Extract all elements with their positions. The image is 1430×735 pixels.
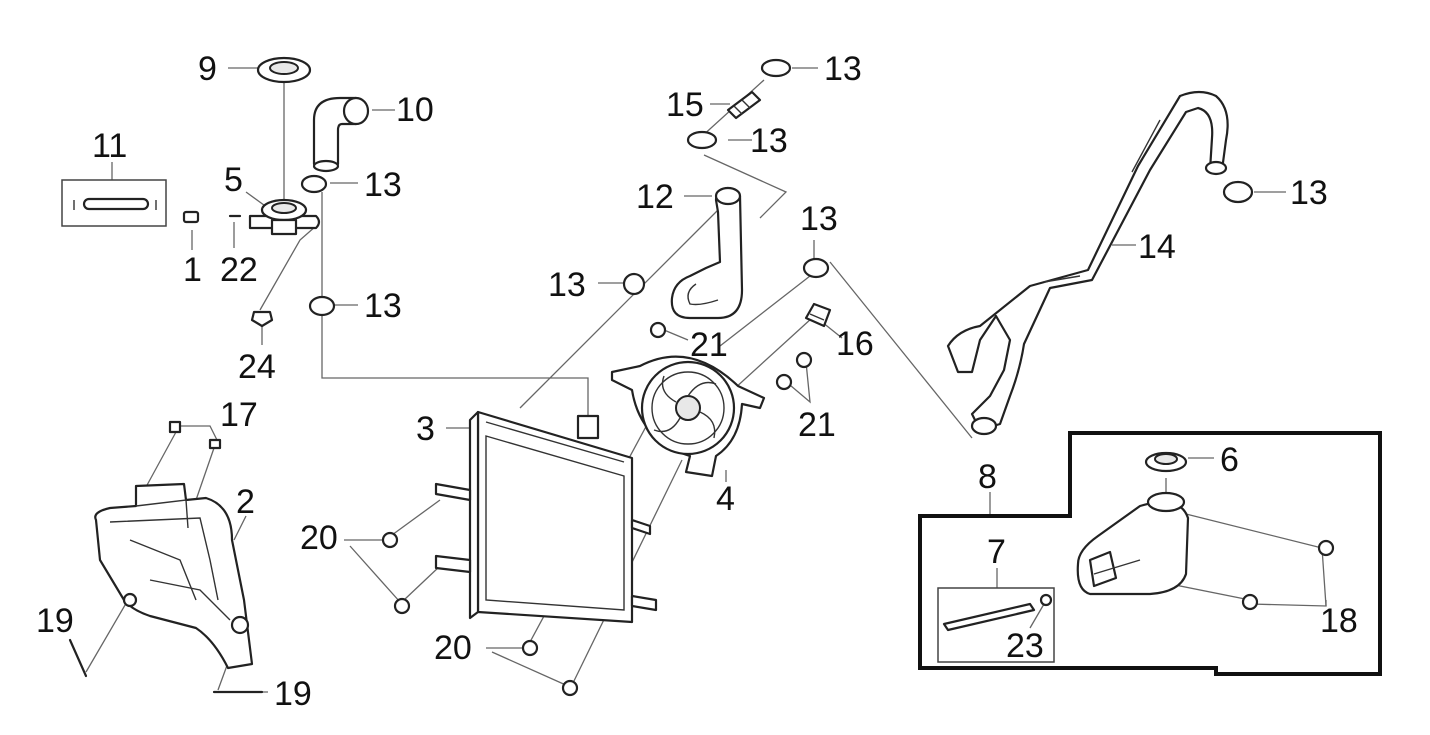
radiator-cap — [256, 56, 312, 84]
callout-22: 22 — [220, 251, 258, 289]
overflow-hose — [942, 602, 1036, 632]
callout-18: 18 — [1320, 602, 1358, 640]
callout-13: 13 — [364, 287, 402, 325]
callout-13: 13 — [800, 200, 838, 238]
plug-1 — [182, 210, 200, 224]
clamp-13f — [802, 257, 830, 279]
callouts: 9 10 11 5 13 1 22 13 24 17 2 19 19 15 13… — [36, 50, 1358, 713]
callout-1: 1 — [183, 251, 202, 289]
screw-17a — [168, 420, 182, 434]
bolt-20d — [561, 679, 579, 697]
temp-sensor — [804, 302, 832, 328]
reservoir-hose-box — [937, 587, 1055, 663]
radiator-shroud — [94, 482, 254, 670]
bolt-21a — [649, 321, 667, 339]
callout-7: 7 — [987, 533, 1006, 571]
bolt-20b — [393, 597, 411, 615]
callout-21: 21 — [798, 406, 836, 444]
callout-21: 21 — [690, 326, 728, 364]
filler-neck — [248, 198, 321, 236]
callout-6: 6 — [1220, 441, 1239, 479]
hose-strip — [73, 197, 157, 211]
bolt-21c — [775, 373, 793, 391]
bolt-18b — [1241, 593, 1259, 611]
callout-13: 13 — [1290, 174, 1328, 212]
callout-24: 24 — [238, 348, 276, 386]
screw-19a — [68, 638, 88, 678]
callout-17: 17 — [220, 396, 258, 434]
reservoir-group-box — [918, 431, 1382, 676]
callout-5: 5 — [224, 161, 243, 199]
clamp-5a — [300, 174, 328, 194]
callout-19: 19 — [274, 675, 312, 713]
bolt-20c — [521, 639, 539, 657]
callout-19: 19 — [36, 602, 74, 640]
clamp-13g — [1222, 180, 1254, 204]
coolant-reservoir — [1076, 451, 1190, 596]
callout-8: 8 — [978, 458, 997, 496]
connector-tube — [726, 90, 762, 120]
callout-4: 4 — [716, 480, 735, 518]
callout-16: 16 — [836, 325, 874, 363]
clamp-13c — [760, 58, 792, 78]
callout-9: 9 — [198, 50, 217, 88]
callout-23: 23 — [1006, 627, 1044, 665]
clamp-13e — [622, 272, 646, 296]
bolt-18a — [1317, 539, 1335, 557]
bolt-20a — [381, 531, 399, 549]
bolt-24 — [250, 310, 274, 328]
callout-13: 13 — [548, 266, 586, 304]
callout-11: 11 — [92, 127, 127, 165]
clamp-13b — [308, 295, 336, 317]
callout-15: 15 — [666, 86, 704, 124]
callout-2: 2 — [236, 483, 255, 521]
cooling-fan — [610, 355, 766, 478]
callout-13: 13 — [750, 122, 788, 160]
radiator — [434, 410, 658, 624]
callout-13: 13 — [364, 166, 402, 204]
callout-13: 13 — [824, 50, 862, 88]
screw-17b — [208, 438, 222, 450]
bolt-21b — [795, 351, 813, 369]
callout-12: 12 — [636, 178, 674, 216]
clamp-13d — [686, 130, 718, 150]
long-coolant-hose — [946, 90, 1229, 436]
callout-14: 14 — [1138, 228, 1176, 266]
clip-23 — [1039, 593, 1053, 607]
callout-3: 3 — [416, 410, 435, 448]
hose-group-box — [61, 179, 167, 227]
callout-20: 20 — [434, 629, 472, 667]
callout-20: 20 — [300, 519, 338, 557]
callout-10: 10 — [396, 91, 434, 129]
lower-hose — [670, 186, 744, 320]
upper-elbow-hose — [312, 96, 370, 173]
